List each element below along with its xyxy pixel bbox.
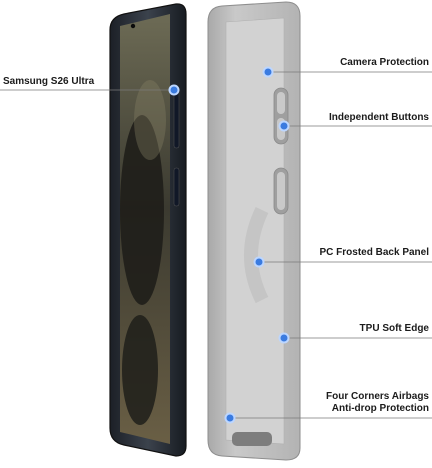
label-camera-protection: Camera Protection [340, 57, 429, 68]
label-back-panel: PC Frosted Back Panel [319, 247, 429, 258]
label-soft-edge: TPU Soft Edge [359, 323, 429, 334]
label-airbags-line2: Anti-drop Protection [331, 403, 429, 414]
callout-dot-airbags [224, 412, 236, 424]
label-independent-buttons: Independent Buttons [329, 112, 429, 123]
label-airbags: Four Corners Airbags Anti-drop Protectio… [326, 391, 429, 415]
leader-lines [0, 71, 432, 419]
callout-dots [168, 66, 290, 424]
callout-dot-independent-buttons [278, 120, 290, 132]
callout-dot-back-panel [253, 256, 265, 268]
case-illustration [207, 1, 301, 461]
callout-dot-phone-model [168, 84, 180, 96]
label-airbags-line1: Four Corners Airbags [326, 391, 429, 402]
callout-dot-camera-protection [262, 66, 274, 78]
label-phone-model: Samsung S26 Ultra [3, 76, 95, 87]
phone-illustration [109, 3, 187, 457]
callout-dot-soft-edge [278, 332, 290, 344]
